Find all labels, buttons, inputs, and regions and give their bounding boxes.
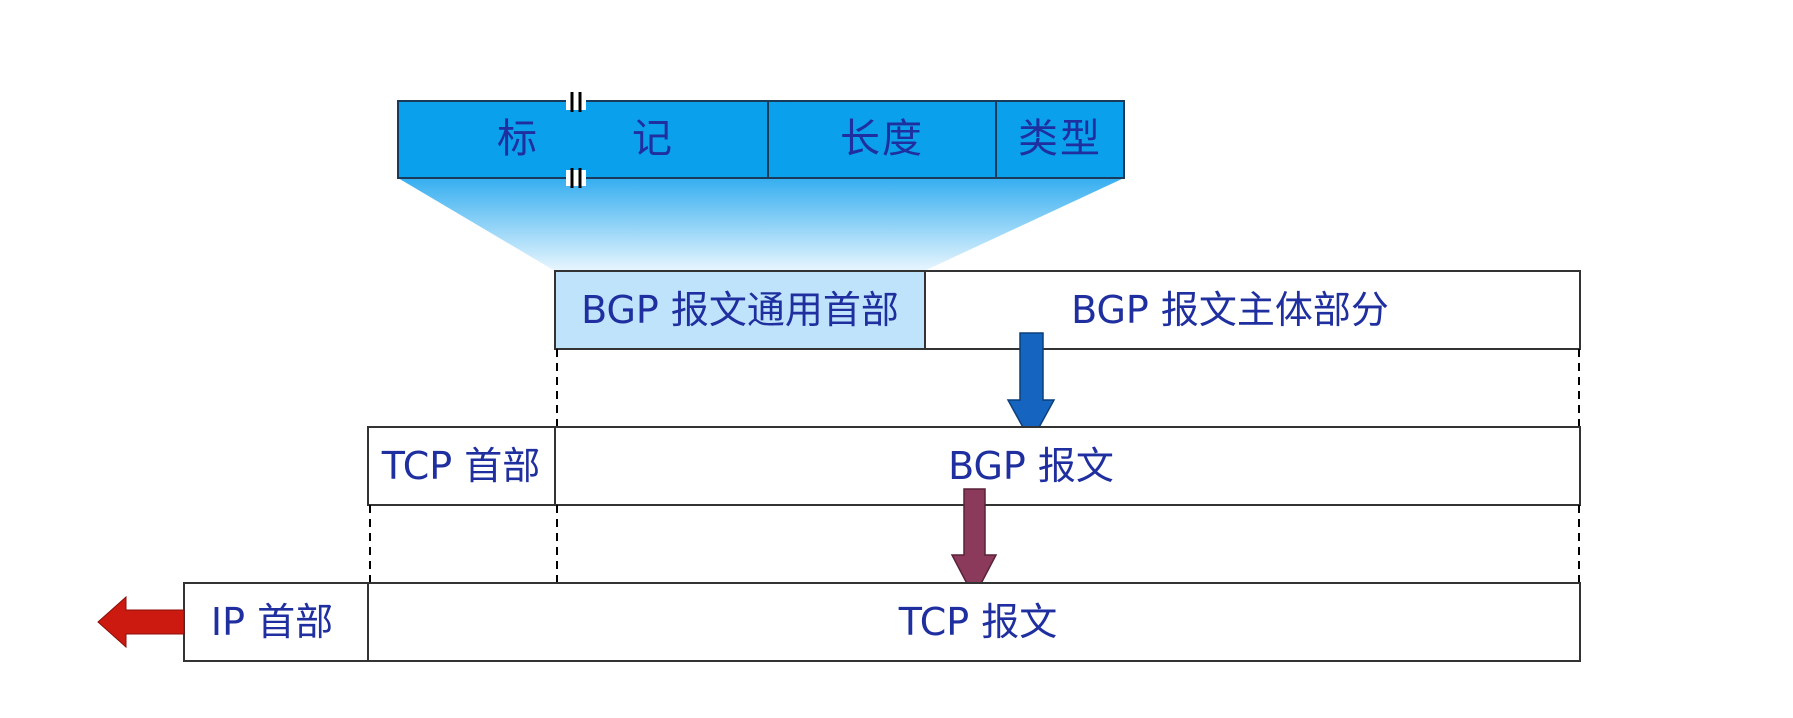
bgp-body-label: BGP 报文主体部分 <box>1071 288 1389 332</box>
type-field <box>995 100 1125 179</box>
bgp-common-header-label: BGP 报文通用首部 <box>581 288 899 332</box>
bgp-header-fields: 标 记 长度 类型 <box>397 92 1125 188</box>
tcp-header-label: TCP 首部 <box>381 444 541 488</box>
field-break-mark-bottom <box>566 168 586 188</box>
marker-label-left: 标 <box>497 116 539 162</box>
tcp-segment-row: TCP 首部 BGP 报文 <box>367 426 1581 506</box>
bgp-message-row: BGP 报文通用首部 BGP 报文主体部分 <box>554 270 1581 350</box>
arrow-down-blue-icon <box>1006 332 1056 444</box>
ip-header-label: IP 首部 <box>211 600 333 644</box>
tcp-header-box <box>367 426 556 506</box>
ip-payload-box <box>367 582 1581 662</box>
header-expansion-funnel <box>398 178 1124 271</box>
tcp-payload-label: BGP 报文 <box>948 444 1114 488</box>
ip-datagram-row: IP 首部 TCP 报文 <box>183 582 1581 662</box>
tcp-payload-box <box>554 426 1581 506</box>
arrow-left-red-icon <box>97 595 185 649</box>
length-field <box>767 100 997 179</box>
length-label: 长度 <box>840 116 924 162</box>
arrow-down-purple-icon <box>950 488 998 599</box>
marker-label-right: 记 <box>632 116 674 162</box>
ip-payload-label: TCP 报文 <box>898 600 1058 644</box>
marker-field <box>397 100 769 179</box>
field-break-mark-top <box>566 92 586 112</box>
bgp-common-header-box <box>554 270 926 350</box>
type-label: 类型 <box>1018 116 1102 162</box>
ip-header-box <box>183 582 369 662</box>
